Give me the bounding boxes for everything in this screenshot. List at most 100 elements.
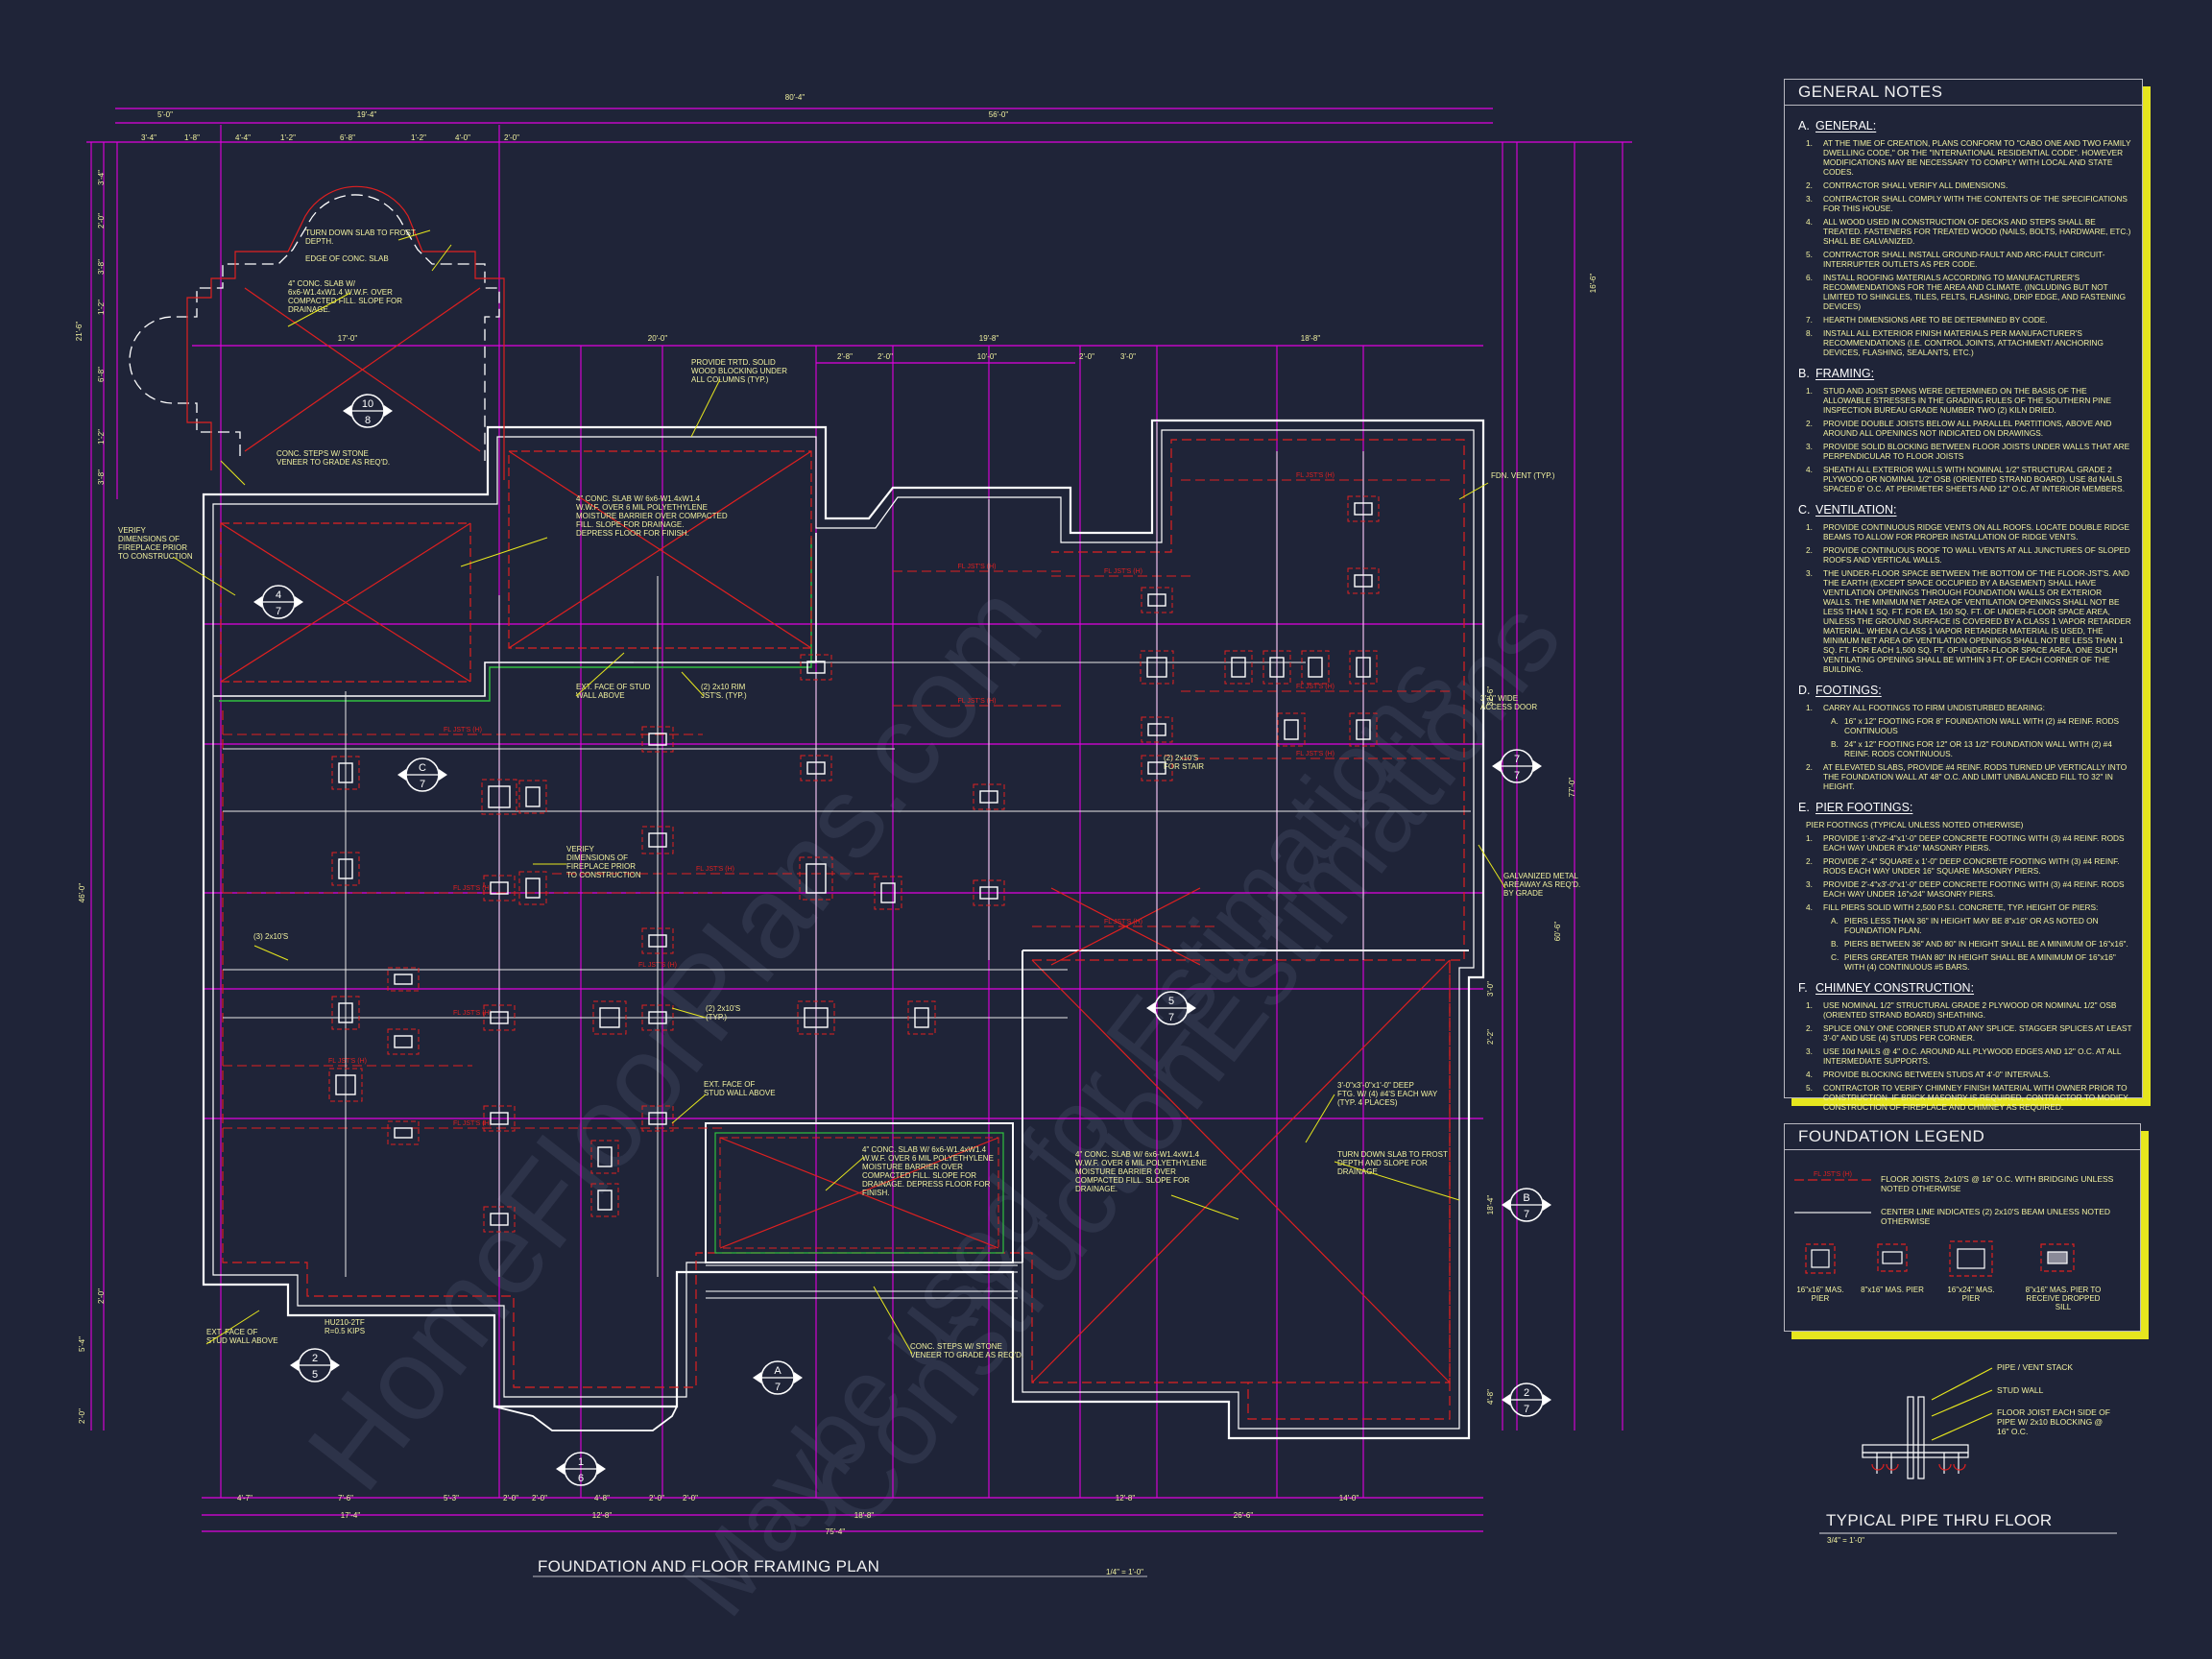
slab-areas bbox=[220, 450, 1451, 1383]
dim-left-9: 2'-0" bbox=[97, 1288, 106, 1304]
svg-text:2: 2 bbox=[312, 1353, 318, 1364]
dim-mid-2: 19'-8" bbox=[979, 334, 999, 343]
notes-item: 4.SHEATH ALL EXTERIOR WALLS WITH NOMINAL… bbox=[1806, 465, 2126, 493]
pier-footing bbox=[1347, 495, 1380, 522]
pier-footing bbox=[641, 726, 674, 753]
pier-footing bbox=[1301, 650, 1330, 685]
callout-B-7: B7 bbox=[1502, 1188, 1551, 1222]
pier-footing bbox=[387, 967, 420, 992]
callout-10-8: 108 bbox=[343, 394, 393, 428]
masonry-pier bbox=[1147, 593, 1166, 607]
dim-top3-4: 6'-8" bbox=[340, 133, 355, 142]
dim-right-1: 32'-6" bbox=[1486, 686, 1495, 707]
pier-footing bbox=[518, 780, 547, 814]
notes-item: 1.PROVIDE 1'-8"x2'-4"x1'-0" DEEP CONCRET… bbox=[1806, 833, 2125, 853]
detail-label-pipe: PIPE / VENT STACK bbox=[1997, 1362, 2074, 1372]
joist-label: FL JST'S (H) bbox=[453, 1120, 492, 1127]
legend-pier-8x16: 8"x16" MAS. PIER bbox=[1861, 1286, 1924, 1294]
svg-text:Maybe used for Estimations: Maybe used for Estimations bbox=[661, 636, 1476, 1635]
dim-left-11: 2'-0" bbox=[78, 1408, 86, 1424]
pier-footing bbox=[907, 1000, 936, 1035]
notes-item: 2.PROVIDE DOUBLE JOISTS BELOW ALL PARALL… bbox=[1806, 419, 2112, 438]
masonry-pier bbox=[1147, 723, 1166, 736]
wall-outline-inner bbox=[212, 429, 1475, 1430]
joist-label: FL JST'S (H) bbox=[444, 727, 482, 733]
dim-left-4: 6'-8" bbox=[97, 367, 106, 382]
dim-top3-7: 2'-0" bbox=[504, 133, 519, 142]
masonry-pier bbox=[648, 832, 667, 848]
dim-right-0: 16'-6" bbox=[1589, 274, 1598, 294]
garage-wall bbox=[1022, 950, 1469, 1262]
dim-left-3: 1'-2" bbox=[97, 300, 106, 315]
joist-label: FL JST'S (H) bbox=[1104, 919, 1142, 926]
joist-label: FL JST'S (H) bbox=[1296, 684, 1334, 690]
svg-text:5: 5 bbox=[312, 1369, 318, 1381]
svg-text:7: 7 bbox=[1514, 770, 1520, 781]
masonry-pier bbox=[338, 858, 353, 879]
dim-mid-3: 18'-8" bbox=[1301, 334, 1321, 343]
masonry-pier bbox=[597, 1190, 613, 1211]
svg-text:7: 7 bbox=[775, 1382, 781, 1393]
joist-label: FL JST'S (H) bbox=[958, 564, 997, 570]
masonry-pier bbox=[525, 878, 541, 899]
pier-footing bbox=[592, 1000, 627, 1035]
callout-C-7: C7 bbox=[397, 757, 447, 792]
callout-4-7: 47 bbox=[253, 585, 303, 619]
dim-top3-6: 4'-0" bbox=[455, 133, 470, 142]
dim-bottom1-0: 4'-7" bbox=[237, 1494, 252, 1503]
pier-footing bbox=[1224, 650, 1253, 685]
drawing-title: FOUNDATION AND FLOOR FRAMING PLAN bbox=[538, 1557, 880, 1575]
masonry-pier bbox=[488, 785, 511, 808]
notes-section-heading: A.GENERAL: bbox=[1798, 119, 1877, 132]
pier-footing bbox=[1349, 650, 1378, 685]
pier-footing bbox=[1140, 650, 1174, 685]
foundation-legend-panel: FOUNDATION LEGEND FL JST'S (H) FLOOR JOI… bbox=[1784, 1123, 2141, 1332]
joist-label: FL JST'S (H) bbox=[1296, 472, 1334, 479]
legend-title: FOUNDATION LEGEND bbox=[1785, 1124, 2140, 1150]
dim-top3-1: 1'-8" bbox=[184, 133, 200, 142]
masonry-pier bbox=[394, 974, 413, 985]
dim-midsub-4: 3'-0" bbox=[1120, 352, 1136, 361]
callout-2-5: 25 bbox=[290, 1348, 340, 1382]
dim-top2-2: 56'-0" bbox=[989, 110, 1009, 119]
dim-bottom1-1: 7'-6" bbox=[338, 1494, 353, 1503]
dim-overall-top: 80'-4" bbox=[785, 93, 805, 102]
masonry-pier bbox=[599, 1007, 620, 1028]
masonry-pier bbox=[648, 934, 667, 948]
notes-item: 3.PROVIDE SOLID BLOCKING BETWEEN FLOOR J… bbox=[1806, 442, 2130, 461]
annotation-2: 4" CONC. SLAB W/6x6-W1.4xW1.4 W.W.F. OVE… bbox=[288, 279, 402, 314]
joist-label: FL JST'S (H) bbox=[696, 866, 734, 873]
svg-text:1: 1 bbox=[578, 1456, 584, 1468]
masonry-pier bbox=[1354, 574, 1373, 588]
dim-bottom1-6: 2'-0" bbox=[649, 1494, 664, 1503]
notes-item: 1.USE NOMINAL 1/2" STRUCTURAL GRADE 2 PL… bbox=[1806, 1000, 2117, 1020]
notes-subitem: A.16" x 12" FOOTING FOR 8" FOUNDATION WA… bbox=[1831, 716, 2120, 735]
dim-midsub-1: 2'-0" bbox=[878, 352, 893, 361]
masonry-pier bbox=[1284, 719, 1299, 740]
masonry-pier bbox=[490, 1112, 509, 1125]
notes-item: 1.PROVIDE CONTINUOUS RIDGE VENTS ON ALL … bbox=[1806, 522, 2130, 541]
joist-label: FL JST'S (H) bbox=[958, 698, 997, 705]
pier-footing bbox=[641, 927, 674, 954]
general-notes-body: A.GENERAL:1.AT THE TIME OF CREATION, PLA… bbox=[1785, 106, 2142, 1112]
masonry-pier bbox=[648, 1112, 667, 1125]
svg-text:5: 5 bbox=[1168, 996, 1174, 1007]
pier-footing bbox=[1347, 567, 1380, 594]
dim-top3-2: 4'-4" bbox=[235, 133, 251, 142]
masonry-pier bbox=[394, 1035, 413, 1048]
joist-label: FL JST'S (H) bbox=[453, 1010, 492, 1017]
notes-subitem: A.PIERS LESS THAN 36" IN HEIGHT MAY BE 8… bbox=[1831, 916, 2099, 935]
notes-subitem: C.PIERS GREATER THAN 80" IN HEIGHT SHALL… bbox=[1831, 952, 2116, 972]
svg-text:4: 4 bbox=[276, 589, 281, 601]
pier-footing bbox=[799, 856, 833, 901]
masonry-pier bbox=[1308, 657, 1323, 678]
